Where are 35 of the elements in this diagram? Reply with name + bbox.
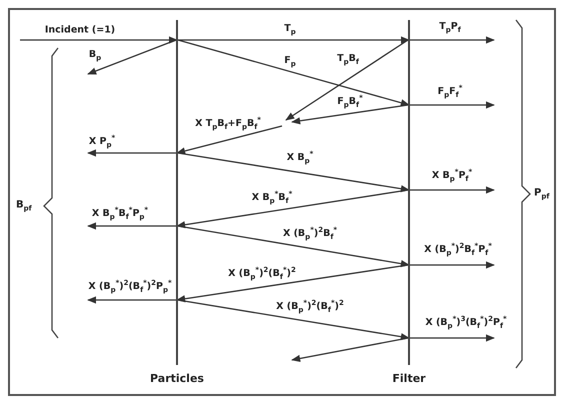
arrow — [178, 225, 410, 268]
arrow — [178, 152, 410, 192]
arrow — [285, 39, 408, 121]
edge-label: B$_{p}$ — [88, 50, 102, 62]
arrow — [178, 39, 410, 106]
arrow — [178, 36, 410, 44]
arrow — [410, 334, 495, 342]
arrow — [87, 149, 176, 157]
edge-label: T$_{p}$B$_{f}$ — [337, 54, 359, 66]
edge-label: Incident (=1) — [44, 25, 116, 35]
edge-label: T$_{p}$ — [284, 24, 296, 36]
brace-label: B$_{pf}$ — [16, 200, 32, 212]
axis-label: Particles — [150, 372, 204, 385]
arrow — [176, 125, 282, 154]
arrow — [87, 296, 176, 304]
arrow — [410, 261, 495, 269]
arrow — [410, 36, 495, 44]
arrow — [291, 337, 408, 362]
arrow — [87, 222, 176, 230]
arrow — [87, 39, 176, 75]
brace-label: P$_{pf}$ — [534, 188, 550, 200]
arrow — [176, 189, 408, 228]
axis-label: Filter — [392, 372, 426, 385]
edge-label: T$_{p}$P$_{f}$ — [439, 22, 461, 34]
edge-label: X (B$_{p}$$^{*}$)$^{2}$(B$_{f}$$^{*}$)$^{2}$ — [276, 300, 344, 314]
arrow — [178, 299, 410, 340]
edge-label: X (B$_{p}$$^{*}$)$^{2}$(B$_{f}$$^{*}$)$^{2}$ — [228, 266, 296, 282]
vertical-line — [176, 20, 178, 365]
arrow — [410, 101, 495, 109]
arrow — [20, 36, 178, 44]
arrow — [410, 186, 495, 194]
edge-label: F$_{p}$ — [284, 56, 296, 68]
vertical-line — [408, 20, 410, 365]
arrow — [176, 264, 408, 302]
arrow — [291, 104, 408, 124]
